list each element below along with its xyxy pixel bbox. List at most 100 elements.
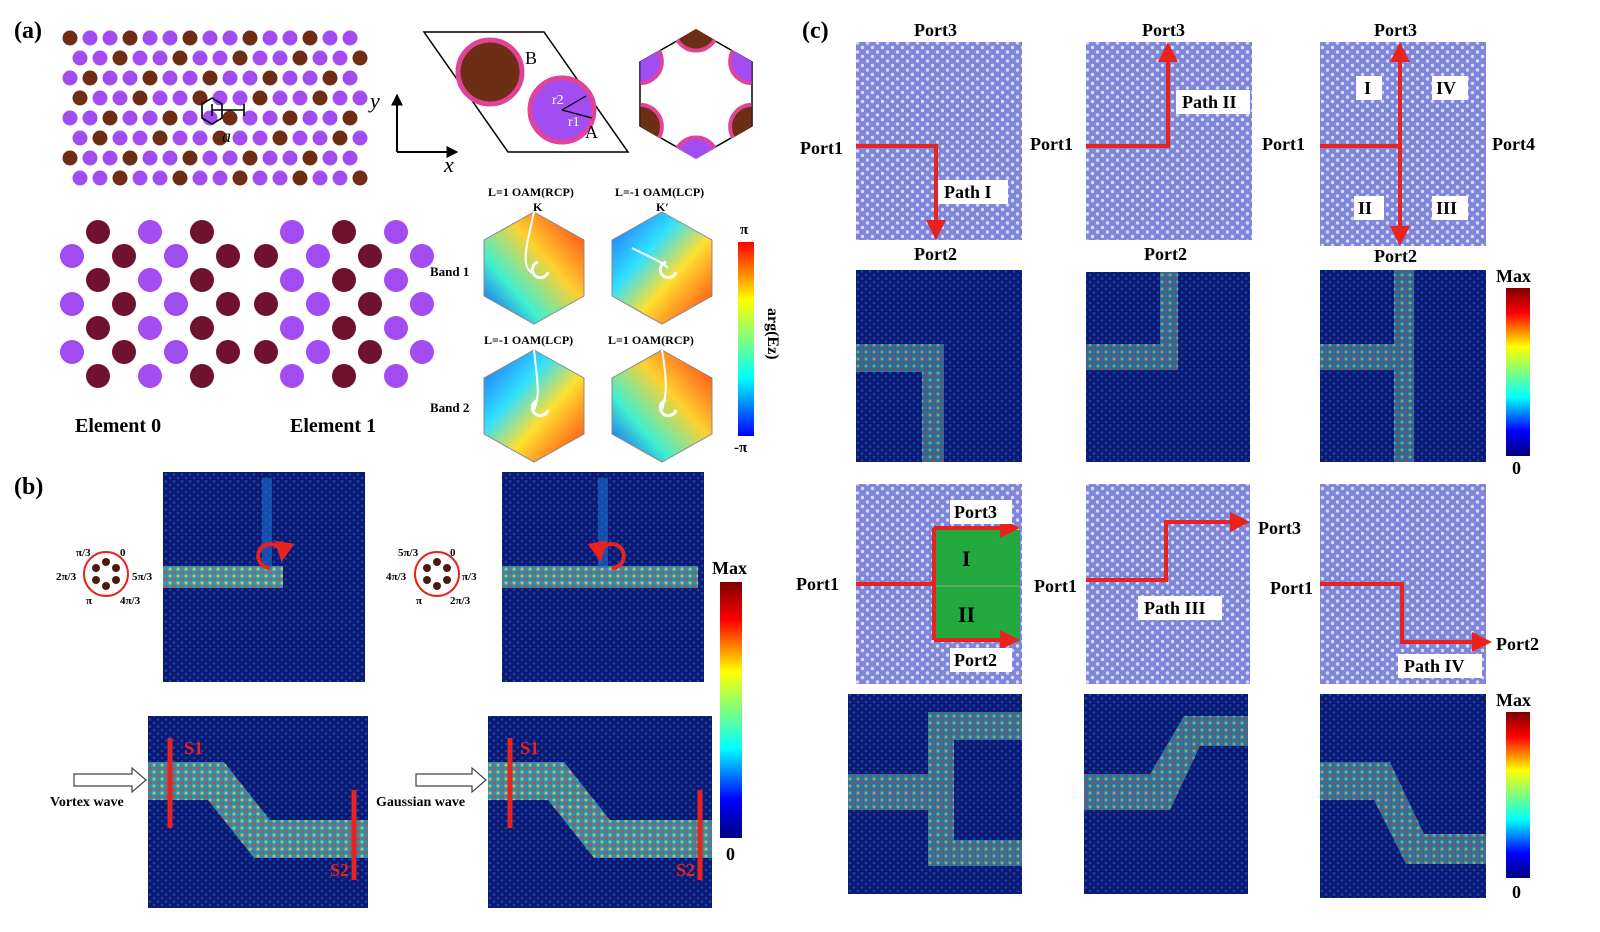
lattice-site	[292, 170, 308, 186]
wheel-left-label-2: 0	[120, 547, 126, 559]
wheel-right-label-6: 2π/3	[450, 595, 471, 607]
lattice-site	[172, 170, 188, 186]
oam-label-2: L=-1 OAM(LCP)	[615, 185, 704, 199]
lattice-site	[92, 90, 108, 106]
lattice-site	[182, 70, 198, 86]
element-site	[332, 268, 356, 292]
lattice-path-III	[1086, 484, 1250, 684]
field-map-vortex-straight	[163, 472, 365, 682]
lattice-constant-label: a	[222, 126, 231, 146]
lattice-site	[62, 150, 78, 166]
c2-port2: Port2	[1144, 244, 1187, 264]
lattice-site	[252, 90, 268, 106]
lattice-site	[112, 50, 128, 66]
c1-port2: Port2	[914, 244, 957, 264]
s2-label-right: S2	[676, 860, 695, 880]
c3-port2: Port2	[1374, 246, 1417, 266]
lattice-path-I	[856, 42, 1022, 240]
lattice-site	[102, 70, 118, 86]
wheel-left-label-5: π	[86, 595, 92, 607]
phase-colorbar-top: π	[740, 222, 749, 238]
field-map-path-III	[1084, 694, 1248, 894]
colorbar-c-top-max: Max	[1496, 266, 1531, 286]
c1-path-label: Path I	[944, 182, 992, 202]
element-site	[216, 292, 240, 316]
lattice-site	[292, 50, 308, 66]
s1-label-left: S1	[184, 738, 203, 758]
lattice-site	[242, 110, 258, 126]
hexagonal-unit-cell	[639, 28, 753, 160]
element-site	[164, 340, 188, 364]
lattice-site	[112, 90, 128, 106]
band-2-label: Band 2	[430, 400, 469, 415]
lattice-site	[152, 50, 168, 66]
lattice-site	[222, 110, 238, 126]
lattice-site	[202, 110, 218, 126]
c1-port3: Port3	[914, 20, 957, 40]
lattice-site	[242, 30, 258, 46]
element-site	[358, 292, 382, 316]
lattice-site	[112, 130, 128, 146]
lattice-site	[332, 130, 348, 146]
lattice-site	[72, 50, 88, 66]
lattice-site	[122, 30, 138, 46]
element-site	[86, 364, 110, 388]
lattice-path-IV	[1320, 484, 1492, 684]
c4-port1: Port1	[796, 574, 839, 594]
r1-label: r1	[568, 115, 580, 130]
lattice-site	[192, 90, 208, 106]
element-site	[280, 220, 304, 244]
element-site	[138, 364, 162, 388]
lattice-site	[132, 170, 148, 186]
lattice-site	[82, 150, 98, 166]
element-site	[280, 316, 304, 340]
lattice-site	[272, 50, 288, 66]
lattice-site	[352, 170, 368, 186]
lattice-site	[122, 110, 138, 126]
element-site	[86, 268, 110, 292]
wheel-right-label-5: π	[416, 595, 422, 607]
element-site	[138, 316, 162, 340]
lattice-site	[162, 150, 178, 166]
field-map-z-gaussian	[488, 716, 712, 908]
axis-y-label: y	[368, 88, 380, 113]
element-site	[384, 364, 408, 388]
lattice-site	[192, 50, 208, 66]
incident-arrow-gaussian	[415, 766, 487, 794]
element-site	[384, 268, 408, 292]
lattice-site	[352, 130, 368, 146]
panel-label-b: (b)	[14, 474, 43, 500]
wheel-left-label-6: 4π/3	[120, 595, 141, 607]
c3-region-I: I	[1364, 78, 1371, 98]
lattice-site	[232, 170, 248, 186]
wheel-left-label-1: π/3	[76, 547, 91, 559]
phase-wheel-left	[83, 551, 129, 597]
c3-port1: Port1	[1262, 134, 1305, 154]
coordinate-axes	[391, 93, 459, 158]
element-site	[216, 244, 240, 268]
lattice-site	[192, 130, 208, 146]
lattice-site	[282, 110, 298, 126]
lattice-site	[312, 50, 328, 66]
element-site	[410, 244, 434, 268]
element-site	[112, 292, 136, 316]
element-site	[190, 316, 214, 340]
c2-port1: Port1	[1030, 134, 1073, 154]
s1-label-right: S1	[520, 738, 539, 758]
lattice-site	[322, 110, 338, 126]
lattice-site	[272, 130, 288, 146]
element-site	[254, 244, 278, 268]
c5-port1: Port1	[1034, 576, 1077, 596]
wheel-left-label-4: 5π/3	[132, 571, 153, 583]
lattice-site	[212, 170, 228, 186]
element-site	[306, 340, 330, 364]
lattice-site	[312, 170, 328, 186]
phase-hexagon-band1-kprime	[611, 211, 713, 325]
lattice-site	[82, 30, 98, 46]
c1-port1: Port1	[800, 138, 843, 158]
phase-hexagon-band1-k	[483, 211, 585, 325]
lattice-site	[62, 70, 78, 86]
lattice-site	[252, 170, 268, 186]
lattice-site	[112, 170, 128, 186]
